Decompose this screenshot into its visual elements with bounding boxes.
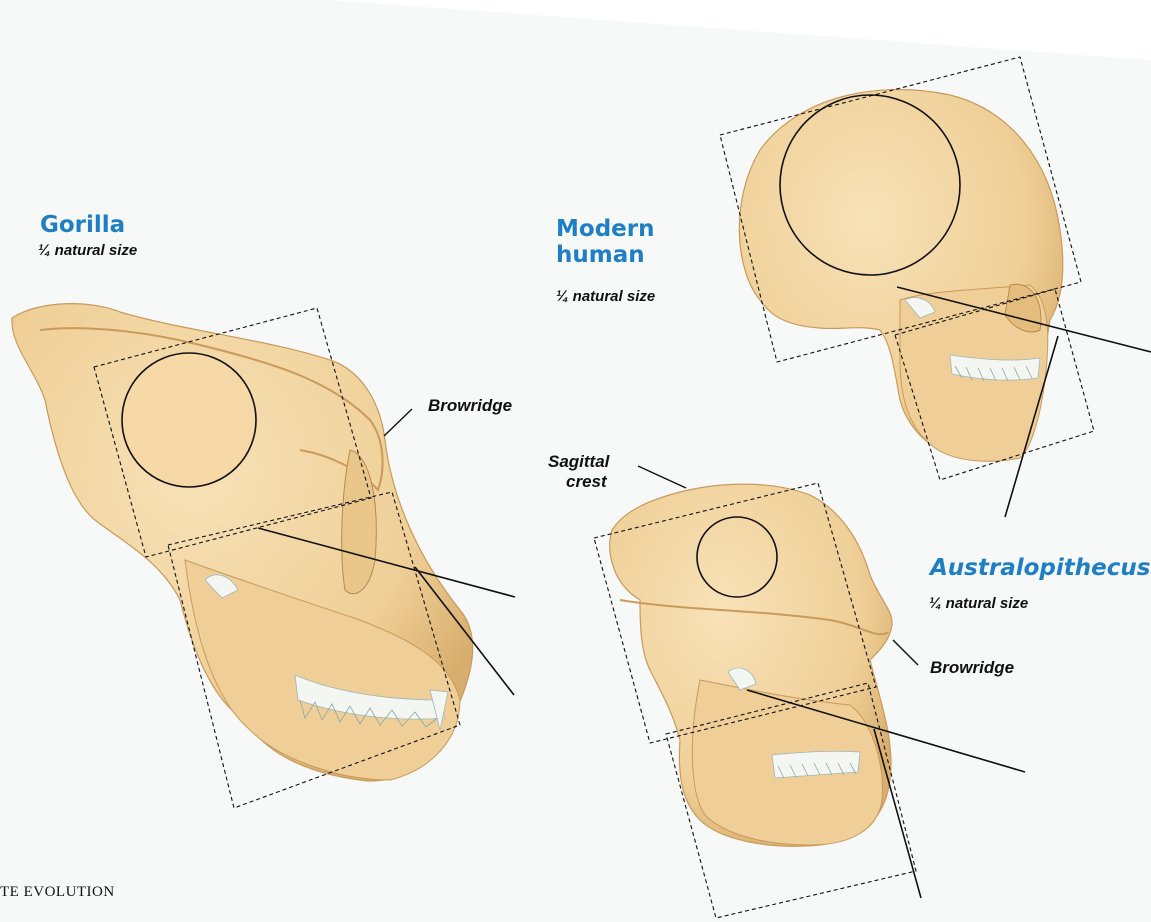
australopithecus-browridge-leader xyxy=(893,640,918,665)
gorilla-brain-circle xyxy=(122,353,256,487)
gorilla-title: Gorilla xyxy=(40,214,125,237)
gorilla-browridge-label: Browridge xyxy=(428,396,512,416)
australopithecus-scale-label: ¼ natural size xyxy=(929,595,1028,612)
human-scale-label: ¼ natural size xyxy=(556,288,655,305)
australopithecus-angle-line-2 xyxy=(874,729,921,898)
australopithecus-browridge-label: Browridge xyxy=(930,658,1014,678)
gorilla-browridge-leader xyxy=(384,409,412,436)
human-title-line1: Modern xyxy=(556,218,654,241)
australopithecus-skull xyxy=(594,466,1025,918)
sagittal-crest-label-line2: crest xyxy=(566,472,607,492)
gorilla-scale-label: ¼ natural size xyxy=(38,242,137,259)
sagittal-crest-label-line1: Sagittal xyxy=(548,452,609,472)
page-footer-text: TE EVOLUTION xyxy=(0,884,115,901)
human-skull xyxy=(720,57,1151,517)
sagittal-crest-leader xyxy=(638,466,686,488)
gorilla-skull xyxy=(12,304,515,808)
australopithecus-title: Australopithecus xyxy=(930,557,1150,580)
human-title-line2: human xyxy=(556,244,645,267)
